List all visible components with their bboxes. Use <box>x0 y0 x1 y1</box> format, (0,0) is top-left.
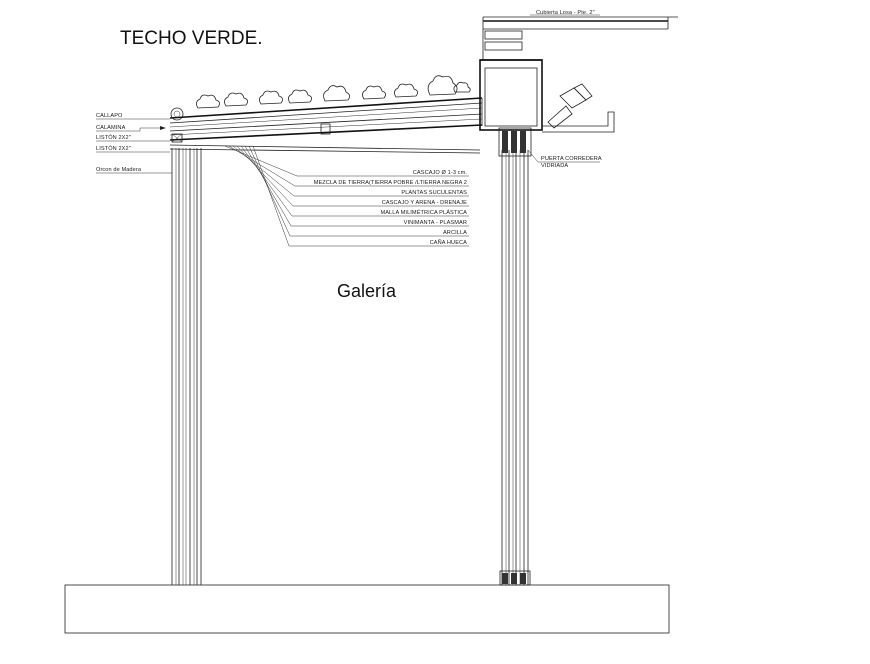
layer-labels: CASCAJO Ø 1-3 cm. MEZCLA DE TIERRA(TIERR… <box>314 170 468 246</box>
layer-label: MALLA MILIMÉTRICA PLÁSTICA <box>380 209 467 216</box>
liston-label-1: LISTÓN 2X2" <box>96 134 131 141</box>
top-slab-label: Cubierta Losa - Pte. 2" <box>536 10 595 16</box>
door-labels: PUERTA CORREDERA VIDRIADA <box>527 149 602 169</box>
top-label: Cubierta Losa - Pte. 2" <box>530 10 600 16</box>
door-label-1: PUERTA CORREDERA <box>541 156 602 162</box>
liston-label-2: LISTÓN 2X2" <box>96 145 131 152</box>
drawing-title: TECHO VERDE. <box>120 28 263 49</box>
ground-slab <box>64 584 670 634</box>
layer-label: MEZCLA DE TIERRA(TIERRA POBRE /LTIERRA N… <box>314 180 467 186</box>
green-roof-slab <box>169 97 483 154</box>
side-planter <box>542 83 615 133</box>
left-labels: CALLAPO CALAMINA LISTÓN 2X2" LISTÓN 2X2"… <box>96 113 172 174</box>
calamina-label: CALAMINA <box>96 125 126 131</box>
succulent-plants <box>196 75 471 109</box>
layer-label: CAÑA HUECA <box>430 239 468 246</box>
orcon-label: Orcon de Madera <box>96 167 142 173</box>
layer-label: CASCAJO Y ARENA - DRENAJE <box>382 200 467 206</box>
door-label-2: VIDRIADA <box>541 163 568 169</box>
layer-leaders <box>224 145 469 247</box>
layer-label: PLANTAS SUCULENTAS <box>401 190 467 196</box>
left-wooden-post <box>171 148 202 585</box>
callapo-label: CALLAPO <box>96 113 123 119</box>
right-column <box>498 127 532 586</box>
layer-label: ARCILLA <box>443 230 467 236</box>
upper-slab <box>479 16 678 131</box>
room-label: Galería <box>337 281 397 301</box>
layer-label: CASCAJO Ø 1-3 cm. <box>413 170 468 176</box>
layer-label: VINIMANTA - PLASMAR <box>404 220 467 226</box>
